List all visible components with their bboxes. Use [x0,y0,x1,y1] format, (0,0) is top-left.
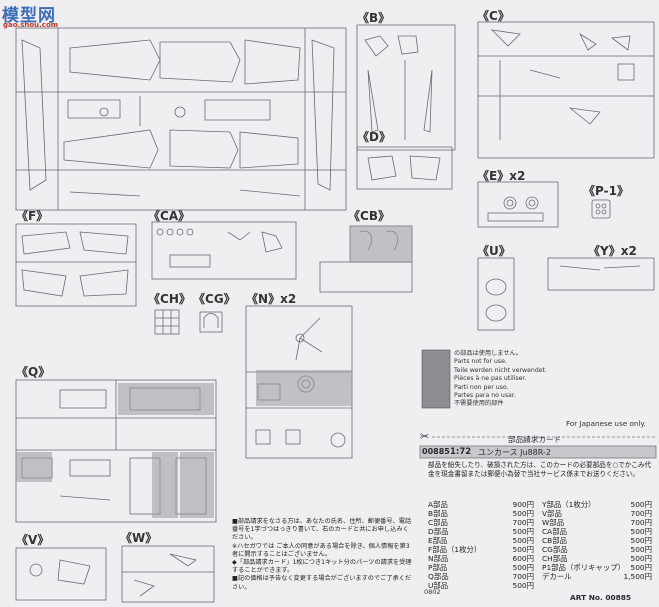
note-line: ※ハセガワでは ご本人の同意がある場合を除き、個人情報を第3者に開示することはご… [232,542,410,558]
sprue-ch-frame [154,309,180,335]
label-sprue-d: 《D》 [357,130,391,144]
note-line: ■記の価格は予告なく変更する場合がございますのでご了承ください。 [232,575,412,591]
part-row: P1部品（ポリキャップ）500円 [542,563,652,572]
label-sprue-q: 《Q》 [16,365,51,379]
parts-order-card: ✂ 部品請求カード 00885 1:72 ユンカース Ju88R-2 部品を紛失… [418,427,657,605]
part-row: F部品（1枚分）500円 [428,545,534,554]
sprue-c-frame [477,21,655,159]
order-card-scale: 1:72 [450,447,472,457]
sprue-cb-frame [319,261,413,293]
watermark-brand: 模型网 [2,6,56,26]
label-sprue-u: 《U》 [477,244,511,258]
label-sprue-cb: 《CB》 [348,209,390,223]
footer-code: 0802 [424,588,441,596]
note-line: ◆「部品請求カード」1枚につき1キット分のパーツの請求を受理することができます。 [232,559,412,575]
order-notes: ■部品請求をなさる方は、あなたの氏名、住所、郵便番号、電話番号を1字づつはっきり… [232,518,412,592]
label-sprue-w: 《W》 [120,531,158,545]
sprue-ca-frame [151,221,297,280]
label-sprue-cg: 《CG》 [193,292,236,306]
scissors-icon: ✂ [420,430,430,443]
sprue-u-frame [477,257,515,331]
label-sprue-v: 《V》 [16,533,50,547]
sprue-d-frame [356,146,453,190]
order-card-instructions: 部品を紛失したり、破損された方は、このカードの必要部品を○でかこみ代金を現金書留… [428,461,652,478]
sprue-y-frame [547,257,655,291]
sprue-b-frame [356,24,456,151]
label-sprue-n: 《N》x2 [246,292,297,306]
order-card-kit-name: ユンカース Ju88R-2 [478,448,551,457]
part-row: Y部品（1枚分）500円 [542,500,652,509]
note-line: ■部品請求をなさる方は、あなたの氏名、住所、郵便番号、電話番号を1字づつはっきり… [232,518,412,542]
label-sprue-c: 《C》 [477,9,510,23]
sprue-p1-frame [591,199,611,219]
label-sprue-b: 《B》 [357,11,391,25]
label-sprue-y: 《Y》x2 [588,244,637,258]
label-sprue-f: 《F》 [16,209,49,223]
label-sprue-e: 《E》x2 [477,169,526,183]
unused-parts-legend: の部品は使用しません。 Parts not for use. Teile wer… [454,350,547,408]
order-card-code: 00885 [422,447,450,456]
order-card-title: 部品請求カード [508,435,562,444]
label-sprue-ch: 《CH》 [148,292,191,306]
art-number: ART No. 00885 [570,593,632,602]
sprue-f-frame [15,223,137,307]
japanese-use-note: For Japanese use only. [566,419,646,428]
sprue-v-frame [15,547,107,601]
legend-swatch [421,349,451,409]
sprue-w-frame [121,545,215,603]
sprue-cg-frame [199,311,223,333]
label-sprue-ca: 《CA》 [148,209,191,223]
label-sprue-p1: 《P-1》 [583,184,629,198]
sprue-e-frame [477,181,559,228]
sprue-a-frame [15,27,347,211]
watermark-url: gao.shou.com [3,21,59,29]
site-watermark: 模型网 gao.shou.com [0,0,70,34]
